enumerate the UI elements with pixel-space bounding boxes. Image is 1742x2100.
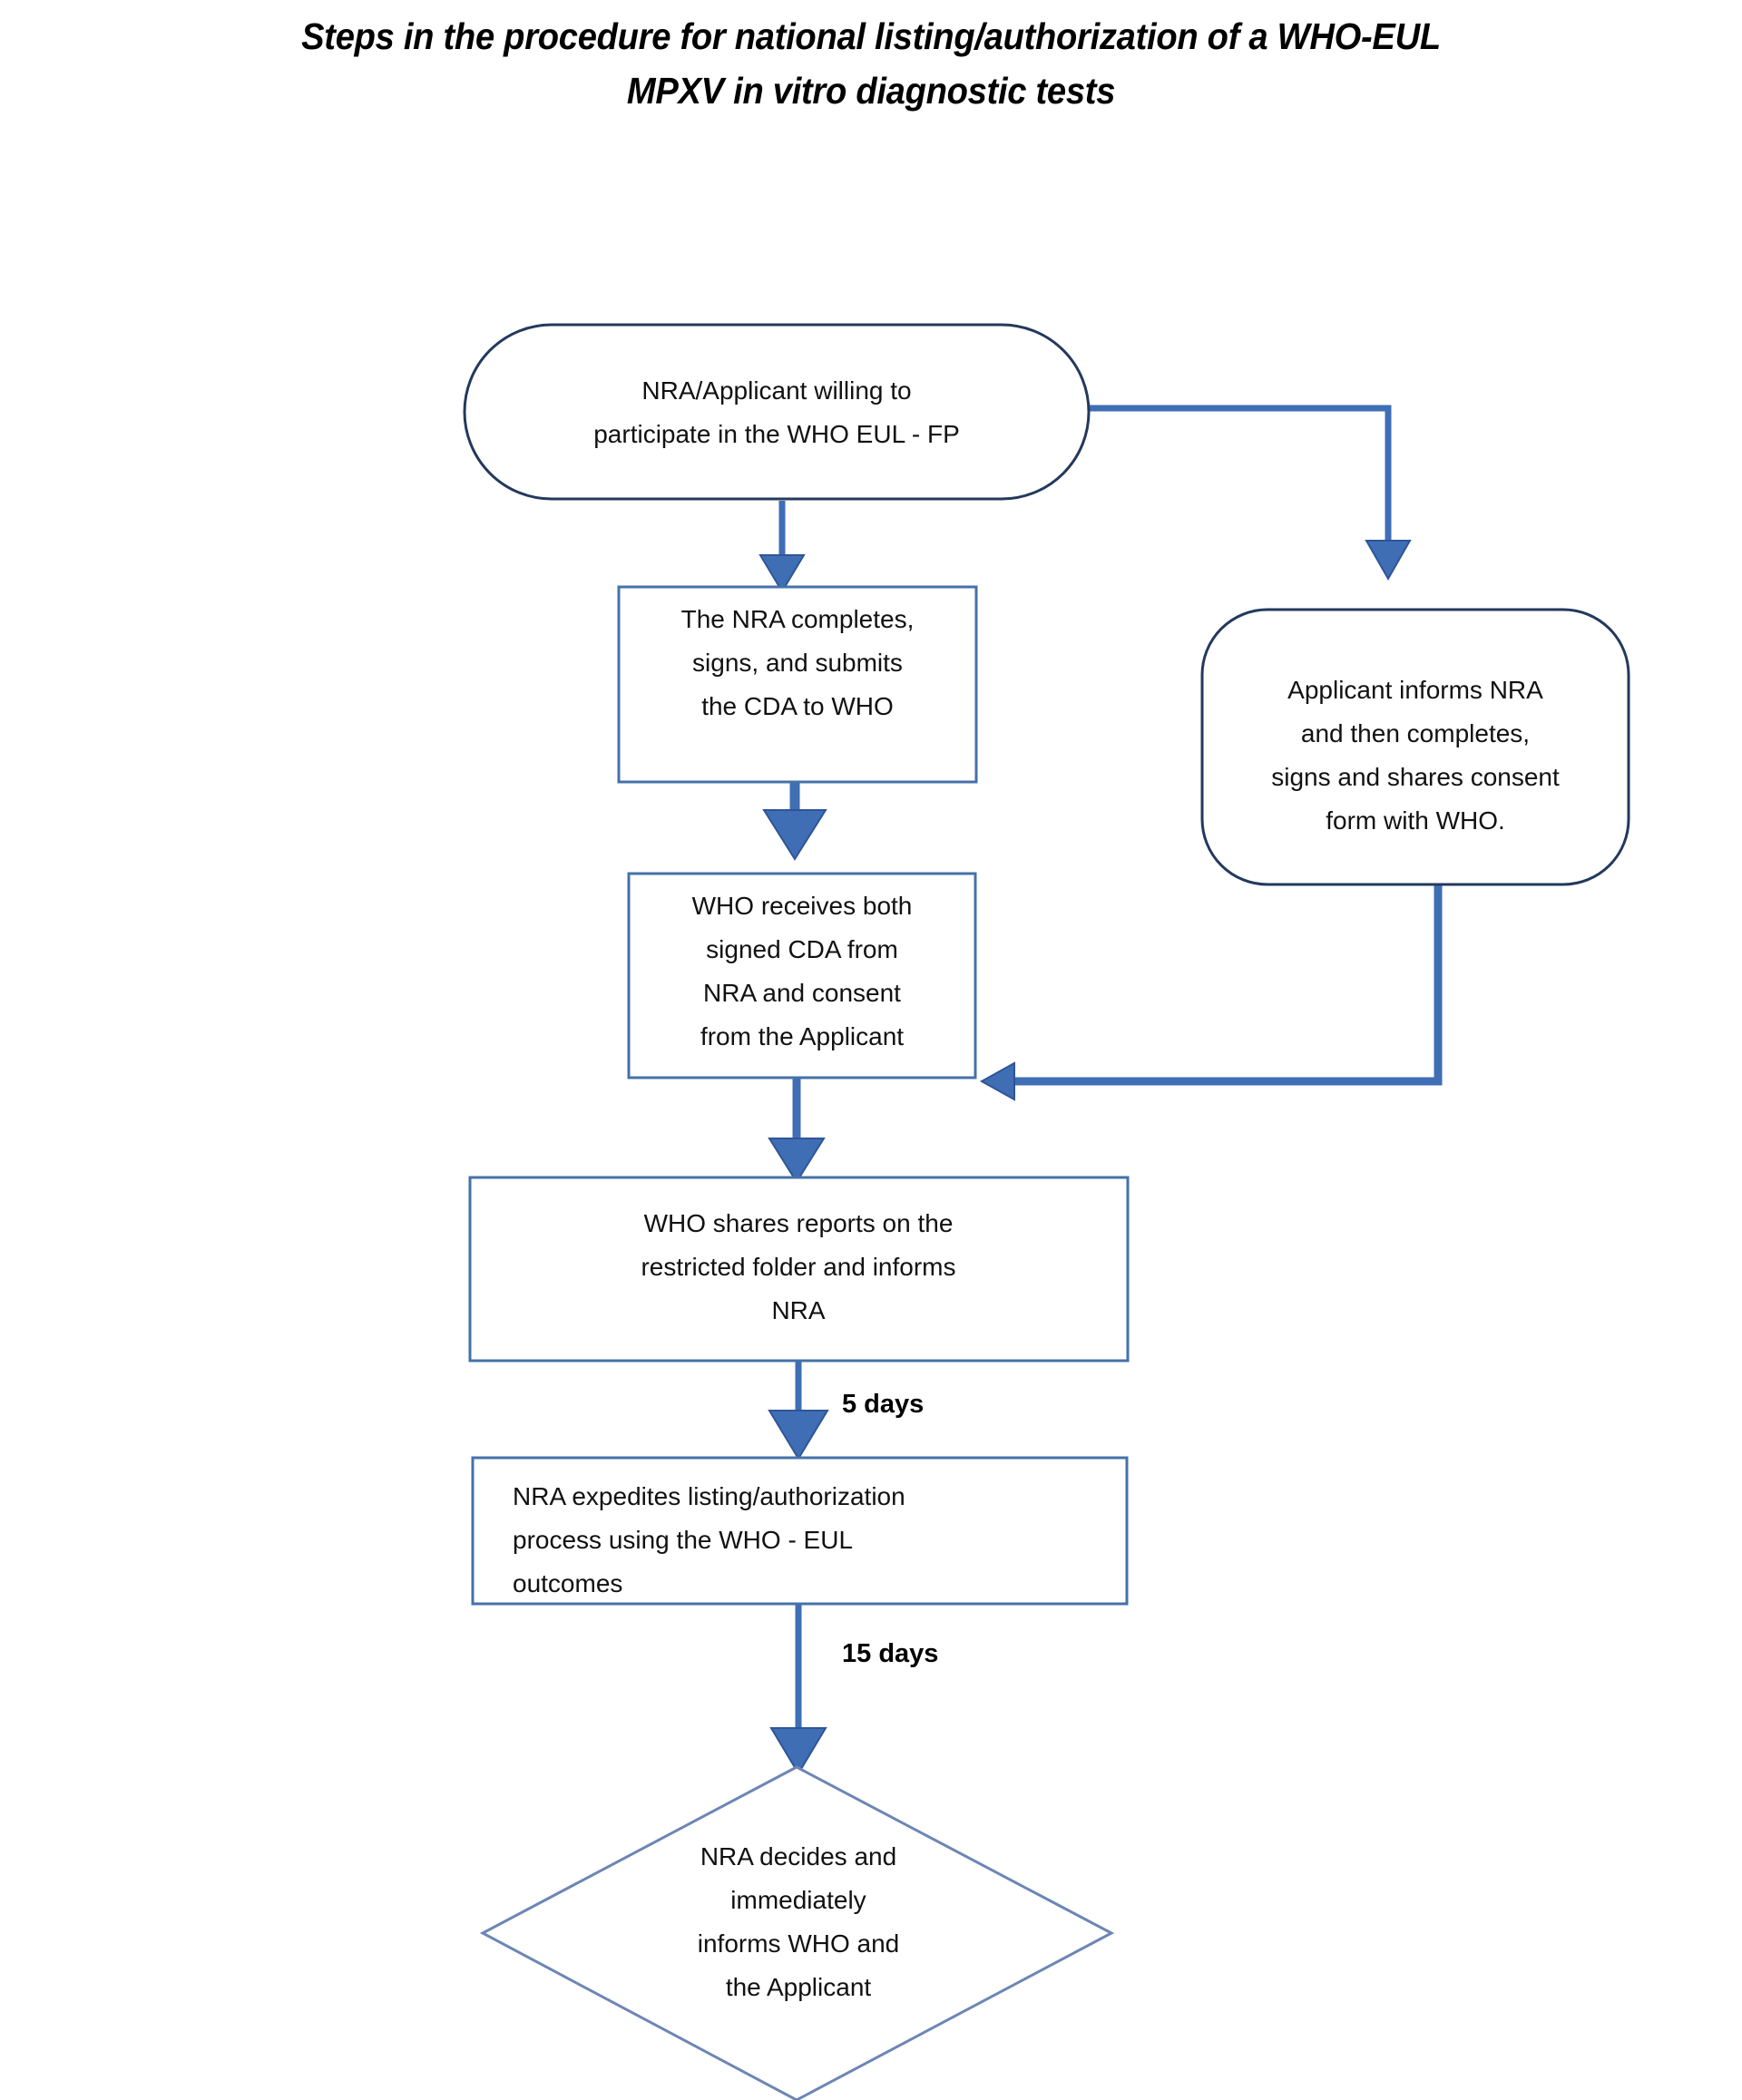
node-shape-rect xyxy=(468,1176,1130,1363)
node-n1-line-0: NRA/Applicant willing to xyxy=(641,376,911,405)
node-nra-decides-informs[interactable]: NRA decides and immediately informs WHO … xyxy=(479,1765,1115,2100)
edge-n2-to-n4 xyxy=(762,782,827,861)
node-n2-line-2: the CDA to WHO xyxy=(701,692,894,720)
node-shape-rect xyxy=(617,585,978,784)
node-shape-rect xyxy=(627,872,977,1079)
node-nra-expedites-listing[interactable]: NRA expedites listing/authorization proc… xyxy=(471,1456,1129,1606)
edge-label-15-days: 15 days xyxy=(842,1639,938,1668)
node-n6-line-2: outcomes xyxy=(513,1569,622,1597)
edge-n1-to-n2 xyxy=(758,501,806,593)
node-who-receives-cda-consent[interactable]: WHO receives both signed CDA from NRA an… xyxy=(627,872,977,1079)
page-title-line-2: MPXV in vitro diagnostic tests xyxy=(626,70,1116,112)
node-n2-line-1: signs, and submits xyxy=(692,649,903,677)
node-shape-rounded-rect xyxy=(1200,608,1630,886)
node-nra-applicant-willing[interactable]: NRA/Applicant willing to participate in … xyxy=(463,323,1091,501)
edge-n4-to-n5 xyxy=(768,1077,826,1184)
node-n5-line-2: NRA xyxy=(771,1296,825,1324)
node-n4-line-2: NRA and consent xyxy=(703,979,901,1007)
node-n7-line-1: immediately xyxy=(730,1886,866,1914)
node-n4-line-0: WHO receives both xyxy=(692,892,913,920)
node-n7-line-2: informs WHO and xyxy=(698,1929,900,1958)
node-n5-line-1: restricted folder and informs xyxy=(641,1253,955,1281)
edge-n1-to-n3 xyxy=(1089,405,1412,581)
node-applicant-informs-nra[interactable]: Applicant informs NRA and then completes… xyxy=(1200,608,1630,886)
node-nra-completes-cda[interactable]: The NRA completes, signs, and submits th… xyxy=(617,585,978,784)
edge-n5-to-n6 xyxy=(768,1361,829,1460)
edge-n3-to-n4 xyxy=(979,884,1443,1101)
node-shape-stadium xyxy=(463,323,1091,501)
node-n3-line-3: form with WHO. xyxy=(1326,806,1505,835)
node-n3-line-0: Applicant informs NRA xyxy=(1287,676,1543,704)
node-n3-line-1: and then completes, xyxy=(1301,719,1530,747)
edge-label-5-days: 5 days xyxy=(842,1390,924,1419)
node-n5-line-0: WHO shares reports on the xyxy=(644,1209,954,1237)
node-who-shares-reports[interactable]: WHO shares reports on the restricted fol… xyxy=(468,1176,1130,1363)
node-n6-line-1: process using the WHO - EUL xyxy=(513,1526,853,1554)
node-n7-line-3: the Applicant xyxy=(726,1973,872,2001)
node-n3-line-2: signs and shares consent xyxy=(1271,763,1560,791)
page-title-line-1: Steps in the procedure for national list… xyxy=(301,15,1441,57)
node-n1-line-1: participate in the WHO EUL - FP xyxy=(593,420,960,448)
node-shape-rect xyxy=(471,1456,1129,1606)
node-n7-line-0: NRA decides and xyxy=(700,1842,896,1870)
node-n2-line-0: The NRA completes, xyxy=(681,605,915,633)
node-n6-line-0: NRA expedites listing/authorization xyxy=(513,1482,905,1510)
page-title: Steps in the procedure for national list… xyxy=(0,9,1742,118)
node-n4-line-1: signed CDA from xyxy=(706,935,898,963)
node-shape-diamond xyxy=(479,1765,1115,2100)
edge-n6-to-n7 xyxy=(769,1604,827,1775)
node-n4-line-3: from the Applicant xyxy=(700,1022,904,1050)
